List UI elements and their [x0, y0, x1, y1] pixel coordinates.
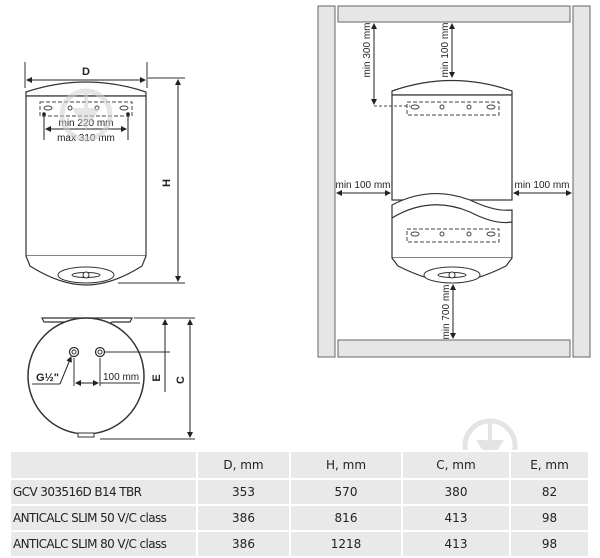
table-row: ANTICALC SLIM 50 V/C class 386 816 413 9…	[9, 504, 590, 532]
dimensions-table: D, mm H, mm C, mm E, mm GCV 303516D B14 …	[9, 450, 590, 558]
table-header-row: D, mm H, mm C, mm E, mm	[9, 450, 590, 480]
right-clearance-label: min 100 mm	[514, 180, 569, 191]
value-h: 816	[289, 504, 403, 532]
header-h: H, mm	[289, 450, 403, 480]
technical-drawing: D min 220 mm max 310 mm H	[24, 5, 591, 450]
model-name: GCV 303516D B14 TBR	[9, 478, 198, 506]
value-d: 386	[196, 530, 291, 558]
header-d: D, mm	[196, 450, 291, 480]
value-d: 386	[196, 504, 291, 532]
value-e: 98	[509, 530, 590, 558]
value-c: 413	[401, 504, 511, 532]
header-model	[9, 450, 198, 480]
brand-logo-icon	[59, 88, 113, 142]
value-h: 570	[289, 478, 403, 506]
value-e: 98	[509, 504, 590, 532]
value-e: 82	[509, 478, 590, 506]
header-c: C, mm	[401, 450, 511, 480]
label-d: D	[82, 66, 90, 78]
header-e: E, mm	[509, 450, 590, 480]
value-c: 380	[401, 478, 511, 506]
front-view: D min 220 mm max 310 mm H	[24, 62, 185, 286]
installation-view: min 300 mm min 100 mm min 100 mm min 100…	[317, 5, 591, 358]
top-bracket-clearance-label: min 300 mm	[362, 22, 373, 77]
bottom-view: G½" 100 mm E C	[27, 317, 195, 440]
top-clearance-label: min 100 mm	[440, 22, 451, 77]
spacing-label: 100 mm	[103, 372, 139, 383]
value-d: 353	[196, 478, 291, 506]
table-row: ANTICALC SLIM 80 V/C class 386 1218 413 …	[9, 530, 590, 558]
label-c: C	[175, 376, 187, 384]
model-name: ANTICALC SLIM 80 V/C class	[9, 530, 198, 558]
thread-label: G½"	[36, 372, 59, 384]
left-clearance-label: min 100 mm	[335, 180, 390, 191]
model-name: ANTICALC SLIM 50 V/C class	[9, 504, 198, 532]
brand-logo-icon	[462, 418, 518, 450]
value-c: 413	[401, 530, 511, 558]
bottom-clearance-label: min 700 mm	[441, 284, 452, 339]
value-h: 1218	[289, 530, 403, 558]
table-row: GCV 303516D B14 TBR 353 570 380 82	[9, 478, 590, 506]
label-h: H	[161, 179, 173, 187]
label-e: E	[151, 374, 163, 381]
